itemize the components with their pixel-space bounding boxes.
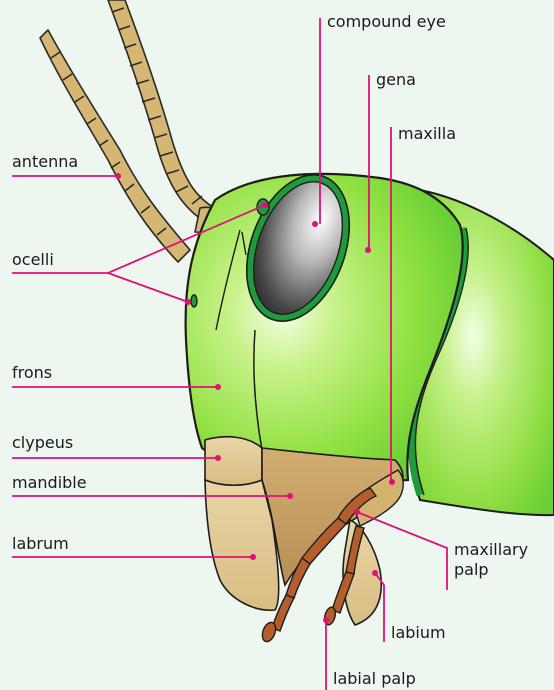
clypeus-shape (205, 437, 262, 486)
label-maxilla: maxilla (398, 124, 456, 143)
label-mandible: mandible (12, 473, 87, 492)
label-clypeus: clypeus (12, 433, 73, 452)
mandible-shape (262, 448, 403, 585)
label-gena: gena (376, 70, 416, 89)
label-compound-eye: compound eye (327, 12, 446, 31)
label-labrum: labrum (12, 534, 69, 553)
ocellus-lower (191, 295, 197, 307)
label-labial-palp: labial palp (333, 669, 416, 688)
label-frons: frons (12, 363, 52, 382)
label-ocelli: ocelli (12, 250, 54, 269)
label-antenna: antenna (12, 152, 78, 171)
label-labium: labium (391, 623, 446, 642)
